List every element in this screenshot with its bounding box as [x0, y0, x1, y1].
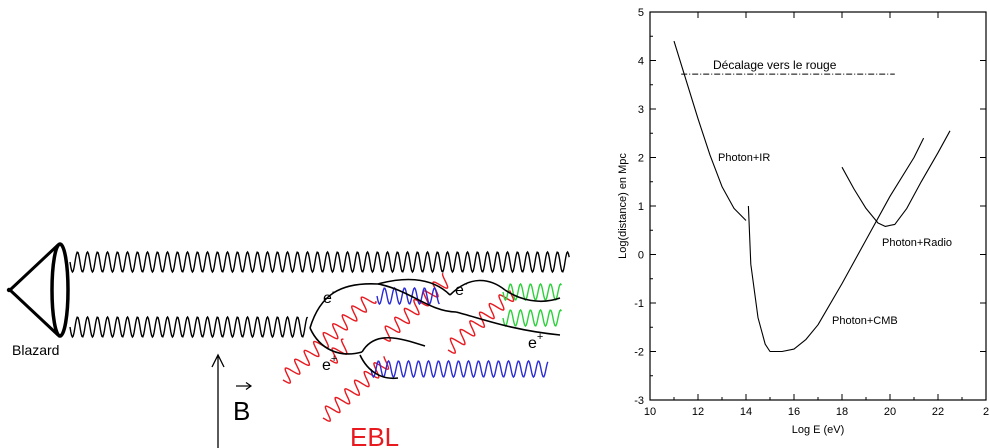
ebl-photon-wave-2: [382, 272, 449, 342]
positron-label-1: e+: [322, 353, 337, 374]
ebl-label: EBL: [350, 422, 399, 448]
b-vector-label: B: [233, 382, 253, 426]
y-tick-label: -1: [634, 298, 644, 310]
ebl-photon-wave-4: [322, 356, 390, 422]
curves-layer: [673, 40, 951, 353]
y-tick-label: 2: [638, 153, 644, 165]
ic-photon-wave-lower: [370, 359, 549, 379]
axis-ticks: [649, 11, 987, 401]
cascade-photon-wave-upper: [502, 282, 562, 302]
y-tick-label: 0: [638, 250, 644, 262]
cascade-photon-wave-lower: [502, 308, 562, 328]
x-tick-label: 16: [788, 406, 800, 418]
x-axis-label: Log E (eV): [792, 424, 845, 436]
y-tick-label: 1: [638, 201, 644, 213]
ir-curve-label: Photon+IR: [718, 152, 770, 164]
redshift-label: Décalage vers le rouge: [713, 58, 837, 72]
ebl-photon-wave-1: [282, 296, 377, 384]
y-tick-label: 4: [638, 56, 644, 68]
gamma-ray-wave-upper: [69, 250, 570, 274]
x-tick-label: 22: [932, 406, 944, 418]
lepton-trajectories: [309, 278, 561, 380]
positron-label-2: e+: [528, 331, 543, 352]
x-tick-label: 2: [983, 406, 989, 418]
ebl-photon-wave-3: [447, 290, 515, 354]
svg-text:e-: e-: [323, 286, 336, 307]
series-line-photon-ir: [673, 40, 747, 221]
electron-label-1: e-: [323, 286, 336, 307]
y-axis-label: Log(distance) en Mpc: [617, 153, 629, 259]
svg-text:e+: e+: [528, 331, 543, 352]
y-tick-label: -2: [634, 347, 644, 359]
y-tick-label: 5: [638, 7, 644, 19]
x-tick-label: 20: [884, 406, 896, 418]
electron-label-2: e-: [455, 278, 468, 299]
x-tick-label: 12: [692, 406, 704, 418]
y-tick-label: 3: [638, 104, 644, 116]
blazar-cone: [6, 242, 70, 338]
cascade-diagram: Blazard B e- e+ e- e+ EBL: [6, 242, 570, 448]
svg-text:e+: e+: [322, 353, 337, 374]
series-line-photon-radio: [841, 130, 951, 227]
blazar-label: Blazard: [12, 342, 59, 358]
gamma-ray-wave-lower: [69, 315, 309, 339]
x-tick-label: 18: [836, 406, 848, 418]
wave-layer: [69, 250, 570, 422]
radio-curve-label: Photon+Radio: [882, 237, 952, 249]
b-label: B: [233, 396, 250, 426]
x-tick-label: 10: [644, 406, 656, 418]
ebl-photon-wave-5: [329, 338, 348, 364]
svg-text:e-: e-: [455, 278, 468, 299]
x-tick-label: 14: [740, 406, 752, 418]
series-line-photon-cmb: [747, 137, 925, 353]
y-tick-label: -3: [634, 395, 644, 407]
magnetic-field-arrow: [211, 353, 225, 448]
ic-photon-wave-upper: [376, 286, 440, 306]
cmb-curve-label: Photon+CMB: [832, 315, 898, 327]
